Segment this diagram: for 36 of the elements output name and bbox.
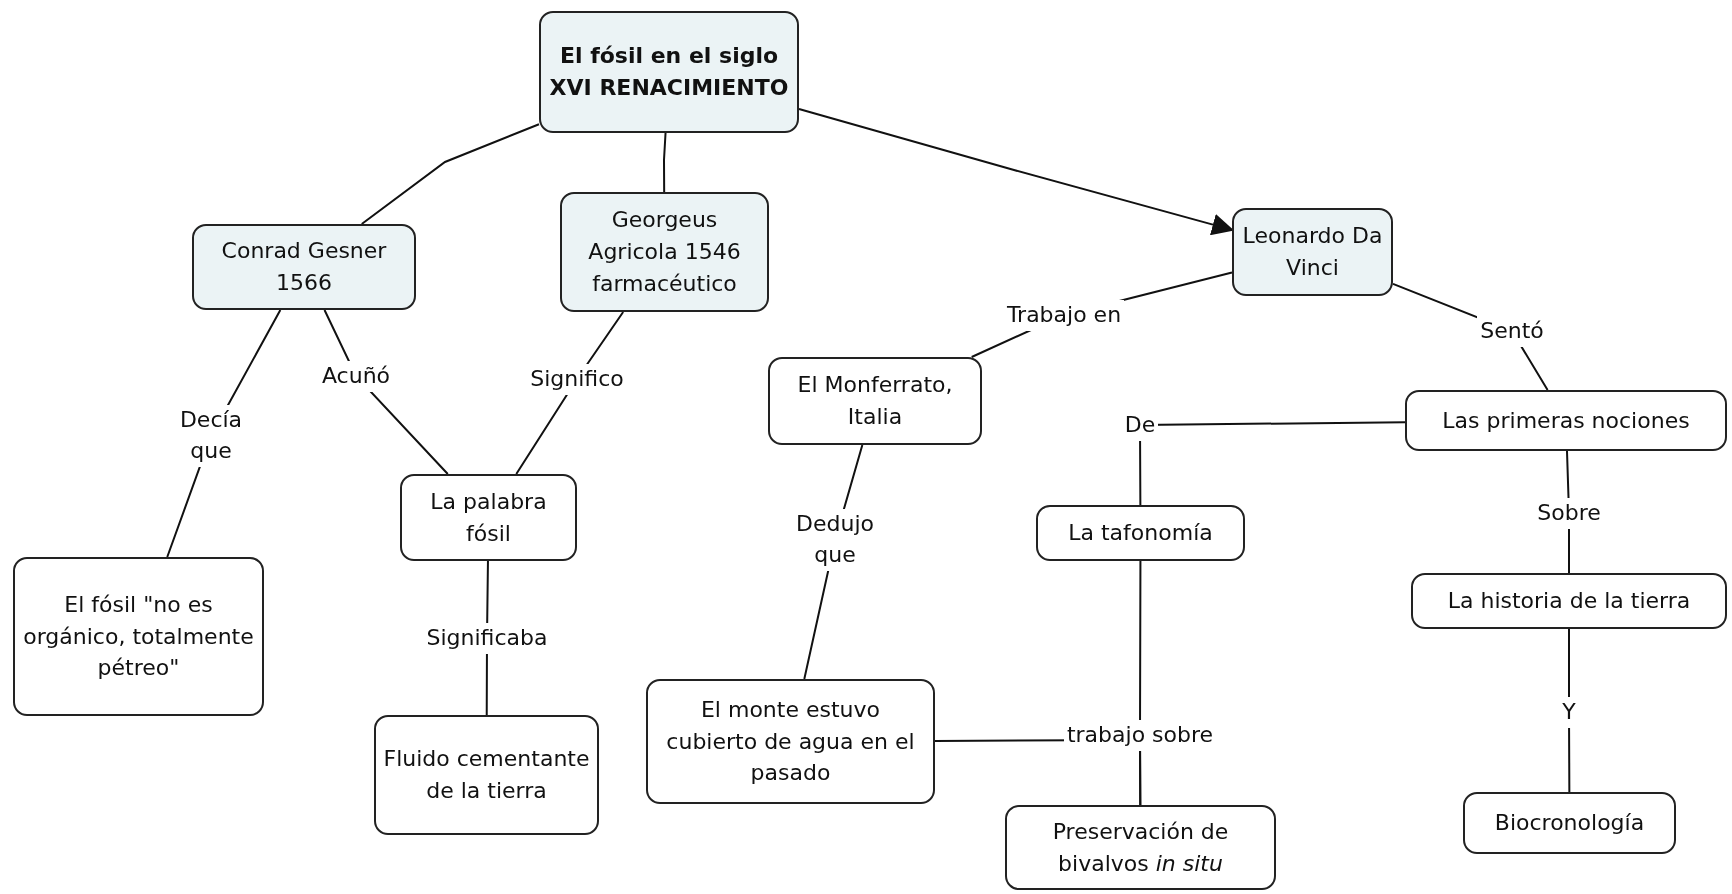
concept-box [400, 474, 577, 561]
concept-box [560, 192, 769, 312]
concept-box [1232, 208, 1393, 296]
concept-text: La palabra fósil [429, 487, 548, 548]
concept-text: La historia de la tierra [1447, 587, 1691, 616]
edge-label: Acuñó [256, 361, 456, 392]
concept-text: Georgeus Agricola 1546 farmacéutico [587, 206, 742, 298]
concept-text: Preservación de bivalvos in situ [1051, 817, 1230, 878]
concept-box [1411, 573, 1727, 629]
concept-box [13, 557, 264, 716]
connector-line [1139, 421, 1406, 506]
concept-text: La tafonomía [1068, 519, 1213, 548]
connector-line [663, 132, 667, 193]
edge-label: Y [1469, 697, 1669, 728]
edge-label: Sobre [1469, 498, 1669, 529]
concept-box [374, 715, 599, 835]
concept-box [1405, 390, 1727, 451]
concept-box [1036, 505, 1245, 561]
concept-text: El fósil "no es orgánico, totalmente pétreo" [22, 590, 255, 683]
concept-text: Leonardo Da Vinci [1241, 222, 1384, 282]
concept-text: Conrad Gesner 1566 [220, 237, 388, 297]
concept-text: El monte estuvo cubierto de agua en el pasado [665, 695, 916, 788]
concept-box [646, 679, 935, 804]
concept-box [768, 357, 982, 445]
concept-box [1005, 805, 1276, 890]
concept-text: El Monferrato, Italia [796, 371, 954, 431]
concept-box [1463, 792, 1676, 854]
concept-text: Fluido cementante de la tierra [382, 745, 591, 805]
connector-line [360, 123, 540, 225]
concept-box [539, 11, 799, 133]
edge-label: De [1040, 410, 1240, 441]
edge-label: Sentó [1412, 316, 1612, 347]
concept-box [192, 224, 416, 310]
concept-text: El fósil en el siglo XVI RENACIMIENTO [548, 42, 790, 102]
concept-text: Biocronología [1494, 809, 1645, 838]
concept-text: Las primeras nociones [1442, 406, 1690, 435]
